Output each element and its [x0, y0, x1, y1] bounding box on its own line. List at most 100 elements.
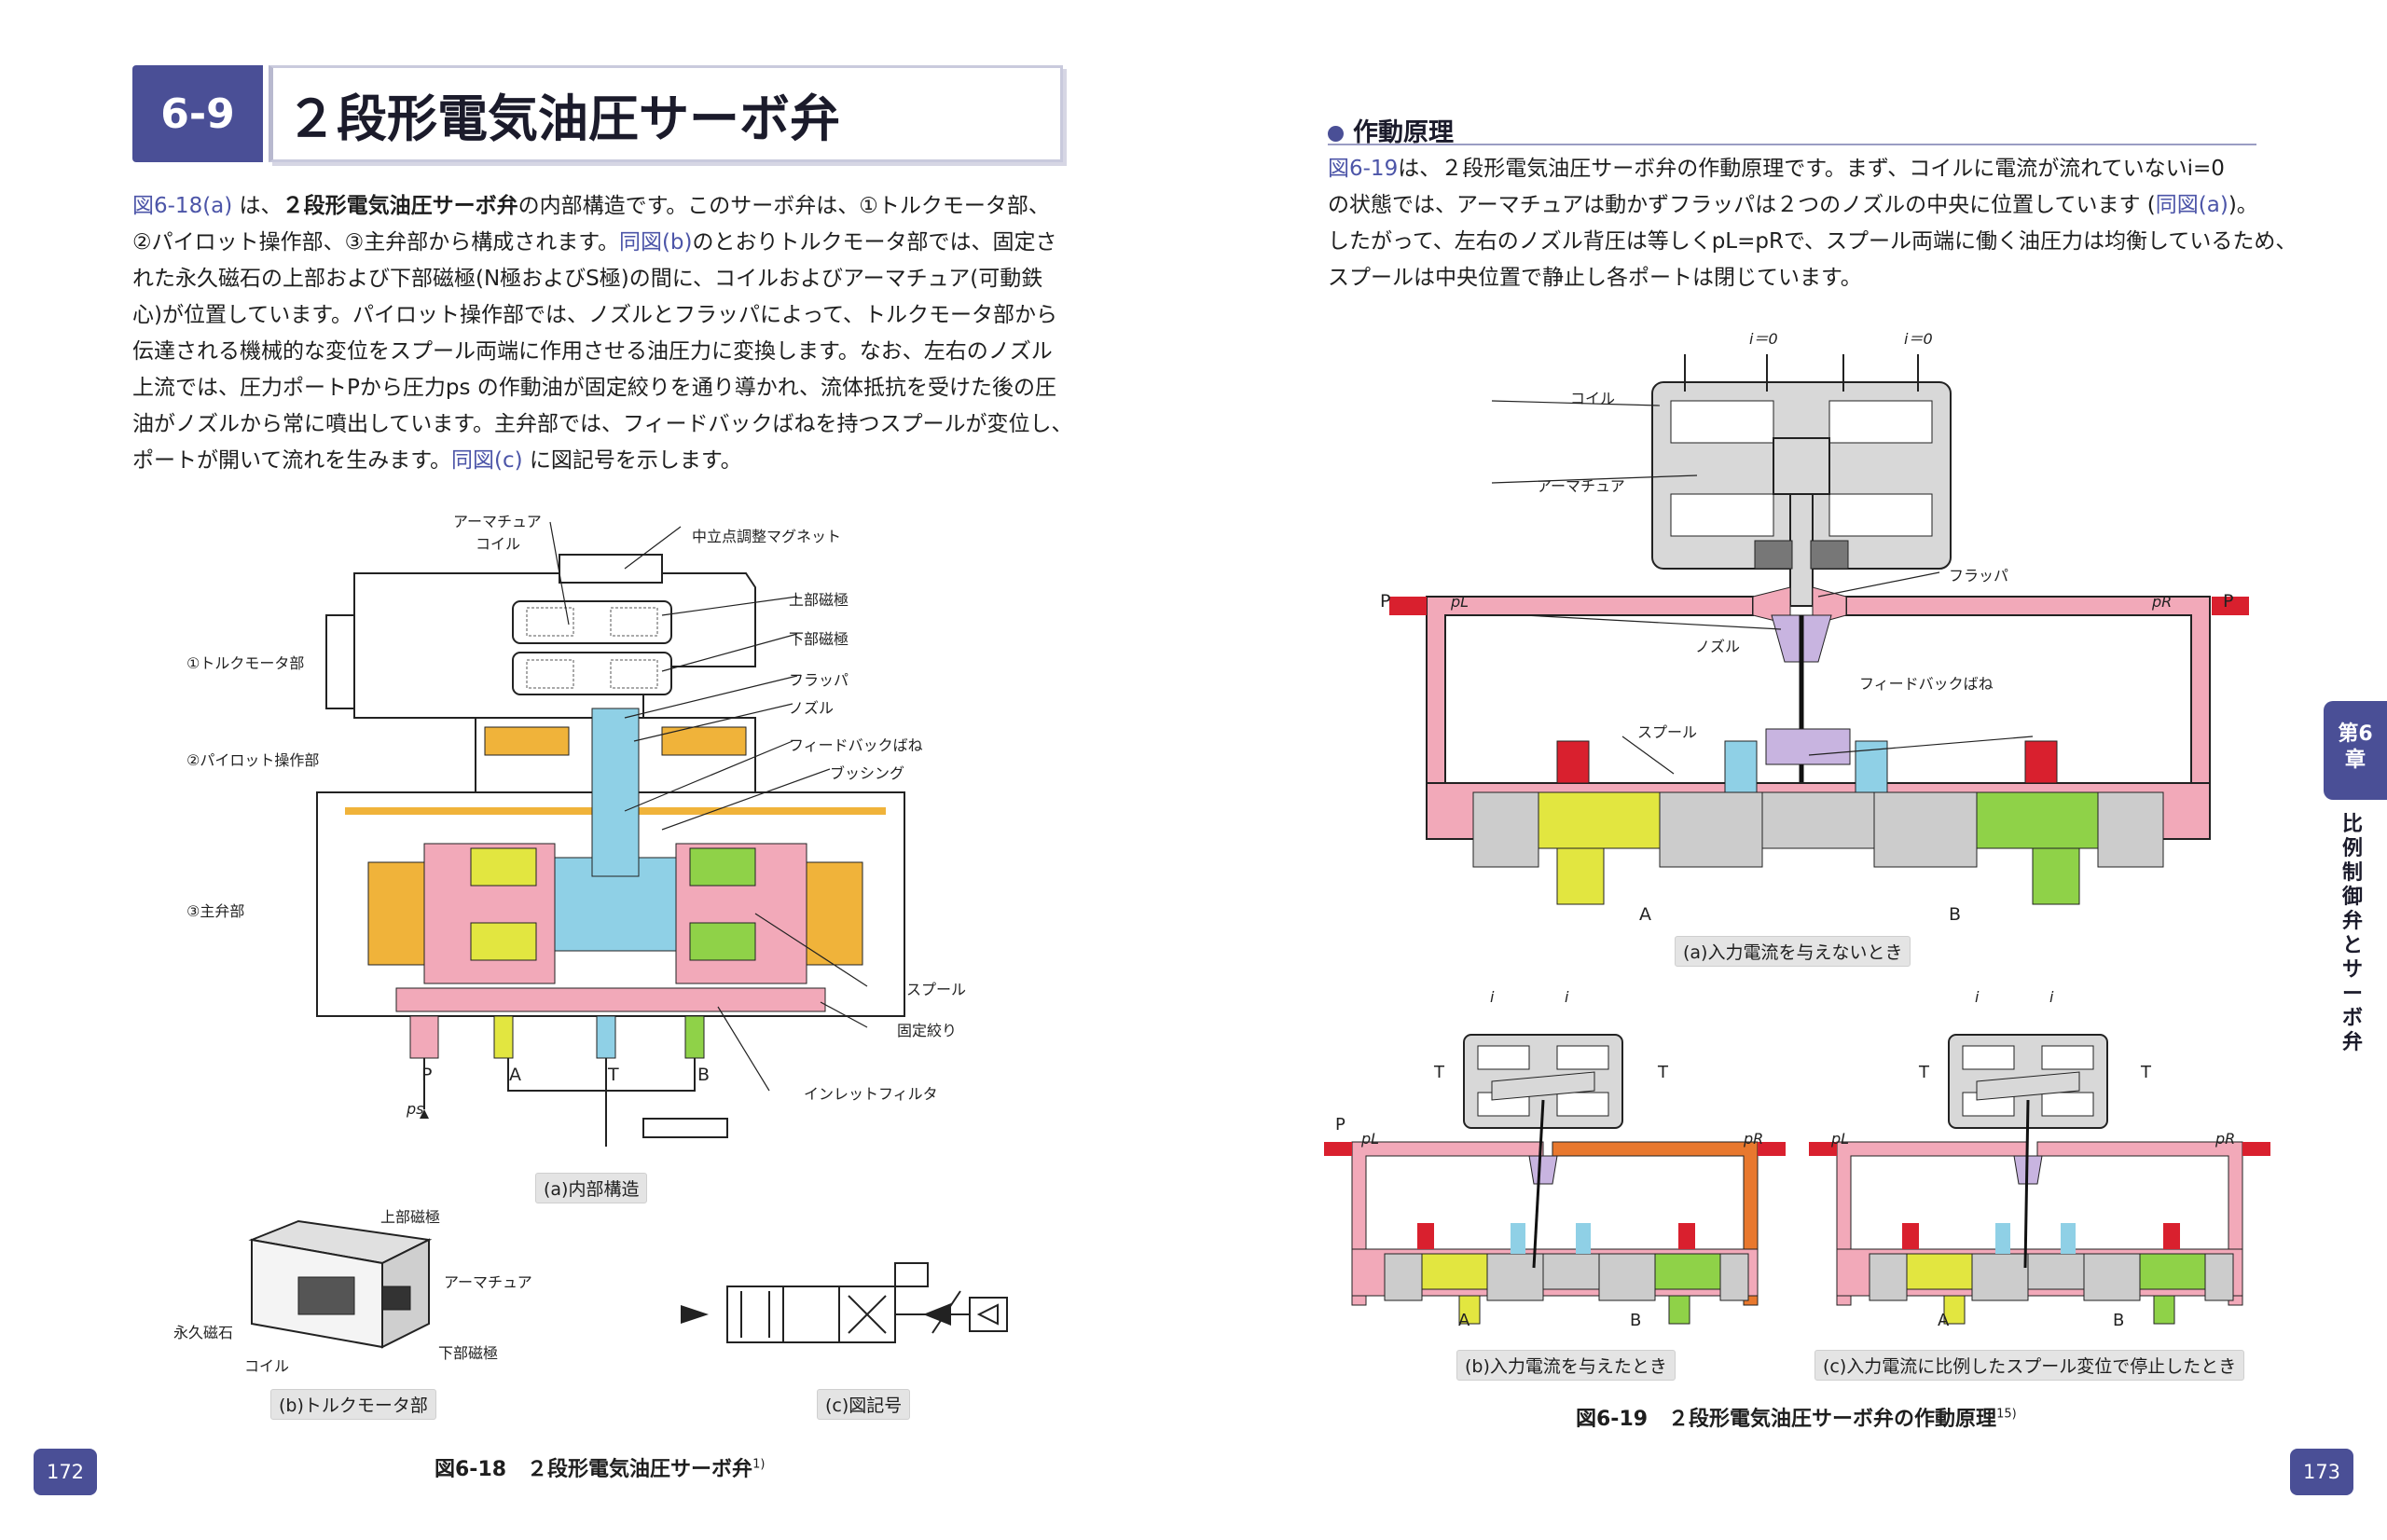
fig19b-label-pl: pL — [1361, 1130, 1380, 1148]
fig19a-label-spool: スプール — [1637, 723, 1698, 741]
chapter-title: 比例制御弁とサーボ弁 — [2341, 813, 2363, 1054]
fig19c-label-t-left: T — [1919, 1063, 1929, 1082]
fig19c-port-b: B — [2113, 1311, 2125, 1330]
chapter-tab[interactable]: 第6章 — [2324, 701, 2387, 800]
fig19c-label-pl: pL — [1831, 1130, 1850, 1148]
left-body-line: れた永久磁石の上部および下部磁極(N極およびS極)の間に、コイルおよびアーマチュ… — [132, 261, 1065, 297]
fig19c-caption: (c)入力電流に比例したスプール変位で停止したとき — [1814, 1350, 2245, 1381]
fig18-label-spool: スプール — [906, 981, 967, 998]
page-number-right: 173 — [2290, 1449, 2353, 1495]
fig18a-caption: (a)内部構造 — [535, 1173, 648, 1203]
fig19b-label-pr: pR — [1744, 1130, 1764, 1148]
fig18-label-flapper: フラッパ — [789, 671, 849, 689]
right-body-line: 図6-19は、２段形電気油圧サーボ弁の作動原理です。まず、コイルに電流が流れてい… — [1328, 151, 2260, 187]
right-body-text-run: したがって、左右のノズル背圧は等しくpL=pRで、スプール両端に働く油圧力は均衡… — [1328, 229, 2297, 254]
fig19c-label-i-right: i — [2049, 988, 2054, 1006]
right-body-figure-ref[interactable]: 図6-19 — [1328, 157, 1399, 181]
fig19-title-ref: 15) — [1996, 1407, 2017, 1422]
fig18b-label-lower-pole: 下部磁極 — [438, 1344, 499, 1362]
right-body-text-run: は、２段形電気油圧サーボ弁の作動原理です。まず、コイルに電流が流れていないi=0 — [1398, 157, 2225, 181]
right-body-line: スプールは中央位置で静止し各ポートは閉じています。 — [1328, 260, 2260, 296]
fig19a-port-b: B — [1949, 904, 1962, 925]
fig18b-label-coil: コイル — [244, 1357, 290, 1375]
fig19c-diagram — [1809, 1034, 2270, 1325]
fig18c-symbol — [681, 1262, 1008, 1343]
fig19a-port-p-right: P — [2223, 591, 2234, 612]
left-body-text-run: は、 — [232, 194, 283, 218]
fig19b-label-t-left: T — [1434, 1063, 1444, 1082]
left-body-line: 上流では、圧力ポートPから圧力ps の作動油が固定絞りを通り導かれ、流体抵抗を受… — [132, 370, 1065, 406]
left-body-text-run: れた永久磁石の上部および下部磁極(N極およびS極)の間に、コイルおよびアーマチュ… — [132, 267, 1043, 291]
fig19-title-text: 図6-19 ２段形電気油圧サーボ弁の作動原理 — [1576, 1408, 1997, 1431]
fig18-label-armature: アーマチュア — [453, 513, 542, 530]
fig19b-label-i-left: i — [1490, 988, 1495, 1006]
left-body-text-run: のとおりトルクモータ部では、固定さ — [692, 230, 1057, 254]
fig19a-label-feedback: フィードバックばね — [1859, 675, 1994, 693]
fig19a-label-nozzle: ノズル — [1695, 638, 1741, 655]
fig18-label-feedback-spring: フィードバックばね — [789, 736, 923, 754]
fig18-label-lower-pole: 下部磁極 — [789, 630, 849, 648]
section-title: ２段形電気油圧サーボ弁 — [269, 65, 1063, 162]
fig19b-port-b: B — [1630, 1311, 1642, 1330]
left-body-line: 油がノズルから常に噴出しています。主弁部では、フィードバックばねを持つスプールが… — [132, 406, 1073, 443]
left-body-text: 図6-18(a) は、２段形電気油圧サーボ弁の内部構造です。このサーボ弁は、①ト… — [132, 188, 1073, 479]
fig19a-port-p-left: P — [1380, 591, 1391, 612]
left-body-figure-ref[interactable]: 同図(c) — [451, 448, 523, 473]
right-heading-text: 作動原理 — [1353, 118, 1454, 147]
right-body-text-run: スプールは中央位置で静止し各ポートは閉じています。 — [1328, 266, 1862, 290]
fig18-label-pilot: ②パイロット操作部 — [186, 751, 320, 769]
fig18-label-ps: ps — [407, 1100, 424, 1118]
fig19a-port-pr: pR — [2152, 593, 2173, 611]
fig19b-diagram — [1324, 1034, 1786, 1325]
right-body-text-run: の状態では、アーマチュアは動かずフラッパは２つのノズルの中央に位置しています ( — [1328, 193, 2156, 217]
fig18-label-torque-motor: ①トルクモータ部 — [186, 654, 305, 672]
left-body-figure-ref[interactable]: 同図(b) — [618, 230, 693, 254]
fig19b-label-t-right: T — [1658, 1063, 1668, 1082]
left-body-text-run: 油がノズルから常に噴出しています。主弁部では、フィードバックばねを持つスプールが… — [132, 412, 1073, 436]
fig18-title-ref: 1) — [752, 1457, 766, 1472]
left-body-line: 心)が位置しています。パイロット操作部では、ノズルとフラッパによって、トルクモー… — [132, 297, 1065, 334]
left-body-text-run: の内部構造です。このサーボ弁は、①トルクモータ部、 — [517, 194, 1050, 218]
section-title-text: ２段形電気油圧サーボ弁 — [286, 89, 840, 148]
fig19c-label-t-right: T — [2141, 1063, 2151, 1082]
fig19a-label-i0-left: i＝0 — [1749, 330, 1778, 348]
fig18c-caption: (c)図記号 — [817, 1389, 911, 1420]
fig19b-port-p-left: P — [1335, 1115, 1345, 1134]
page-number-left: 172 — [34, 1449, 97, 1495]
fig18-title: 図6-18 ２段形電気油圧サーボ弁1) — [435, 1452, 765, 1482]
left-body-text-run: 上流では、圧力ポートPから圧力ps の作動油が固定絞りを通り導かれ、流体抵抗を受… — [132, 376, 1056, 400]
fig18b-label-permanent-magnet: 永久磁石 — [173, 1324, 234, 1341]
fig19c-label-i-left: i — [1975, 988, 1980, 1006]
fig18b-caption: (b)トルクモータ部 — [270, 1389, 436, 1420]
fig18-label-coil: コイル — [476, 535, 521, 553]
fig19a-label-armature: アーマチュア — [1537, 477, 1625, 495]
fig19a-port-a: A — [1639, 904, 1651, 925]
fig19-title: 図6-19 ２段形電気油圧サーボ弁の作動原理15) — [1576, 1402, 2017, 1432]
fig18-port-t: T — [608, 1065, 619, 1085]
left-body-text-run: 心)が位置しています。パイロット操作部では、ノズルとフラッパによって、トルクモー… — [132, 303, 1057, 327]
heading-bullet-icon — [1328, 126, 1344, 142]
right-body-text: 図6-19は、２段形電気油圧サーボ弁の作動原理です。まず、コイルに電流が流れてい… — [1328, 151, 2297, 296]
fig18-label-inlet-filter: インレットフィルタ — [804, 1085, 938, 1103]
left-body-text-run: に図記号を示します。 — [522, 448, 742, 473]
left-body-text-run: 伝達される機械的な変位をスプール両端に作用させる油圧力に変換します。なお、左右の… — [132, 339, 1053, 364]
fig18-label-fixed-orifice: 固定絞り — [897, 1022, 958, 1039]
right-body-figure-ref[interactable]: 同図(a) — [2155, 193, 2228, 217]
fig19a-caption: (a)入力電流を与えないとき — [1675, 936, 1911, 967]
section-number: 6-9 — [132, 65, 263, 162]
fig19b-label-i-right: i — [1565, 988, 1569, 1006]
right-heading: 作動原理 — [1328, 112, 1454, 148]
fig18-port-a: A — [509, 1065, 521, 1085]
right-body-line: の状態では、アーマチュアは動かずフラッパは２つのノズルの中央に位置しています (… — [1328, 187, 2260, 224]
fig18b-label-armature: アーマチュア — [444, 1273, 532, 1291]
fig19c-port-a: A — [1938, 1311, 1950, 1330]
fig19a-port-pl: pL — [1451, 593, 1469, 611]
fig18b-diagram — [248, 1219, 433, 1349]
right-body-text-run: )。 — [2228, 193, 2258, 217]
fig19a-diagram — [1389, 354, 2249, 905]
fig18-label-center-magnet: 中立点調整マグネット — [692, 528, 842, 545]
right-body-line: したがって、左右のノズル背圧は等しくpL=pRで、スプール両端に働く油圧力は均衡… — [1328, 224, 2297, 260]
left-body-figure-ref[interactable]: 図6-18(a) — [132, 194, 233, 218]
fig18-label-main-valve: ③主弁部 — [186, 902, 245, 920]
fig18b-label-upper-pole: 上部磁極 — [380, 1208, 441, 1226]
